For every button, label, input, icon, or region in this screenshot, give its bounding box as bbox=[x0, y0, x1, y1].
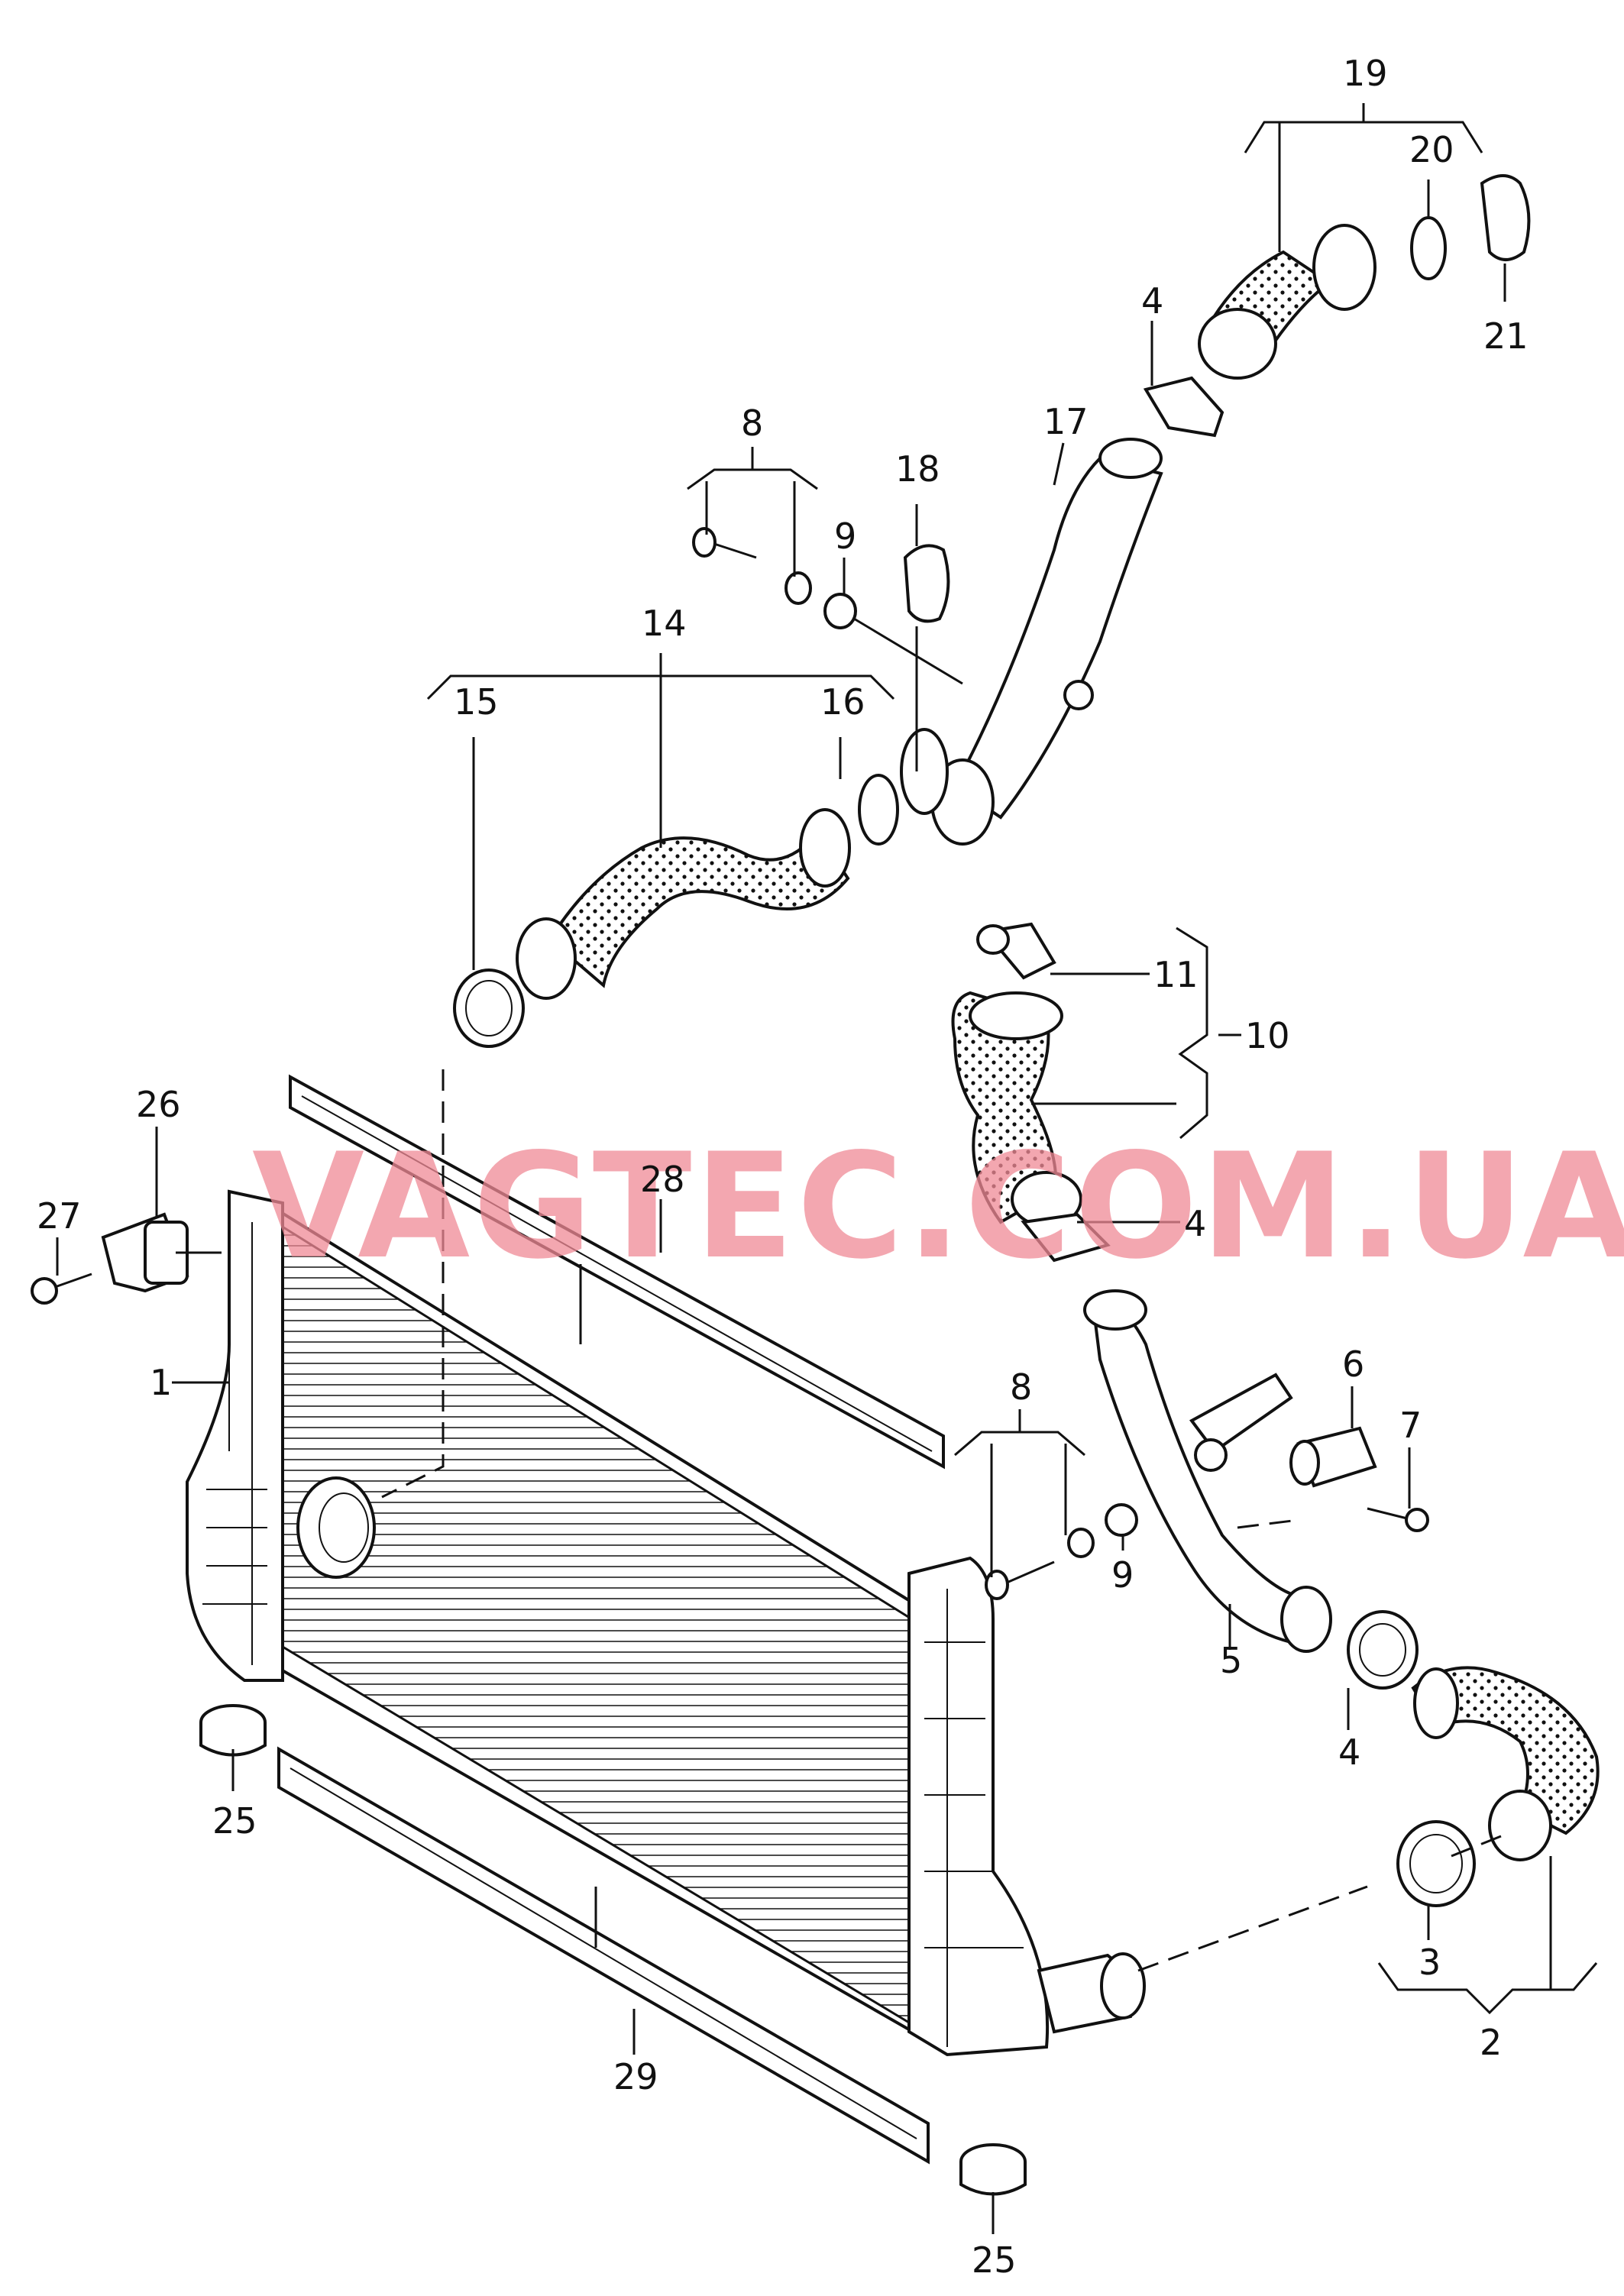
lower-hose-10 bbox=[951, 991, 1082, 1227]
callout-9-lower: 9 bbox=[1111, 1554, 1134, 1596]
callout-1: 1 bbox=[150, 1362, 172, 1403]
grommet-9-upper bbox=[823, 593, 963, 685]
hose-clamp-15 bbox=[453, 969, 525, 1048]
callout-3: 3 bbox=[1419, 1942, 1441, 1983]
hose-19 bbox=[1198, 224, 1377, 380]
callout-4-lower: 4 bbox=[1338, 1732, 1360, 1773]
bolt-8-lower bbox=[985, 1528, 1095, 1600]
charge-pipe-5 bbox=[1083, 1289, 1332, 1653]
callout-6: 6 bbox=[1342, 1344, 1364, 1385]
pressure-sensor-6 bbox=[1289, 1426, 1377, 1488]
clamp-4-top bbox=[1143, 376, 1224, 438]
hose-clamp-3 bbox=[1396, 1820, 1476, 1907]
seal-21 bbox=[1480, 174, 1531, 261]
callout-25-left: 25 bbox=[212, 1800, 257, 1842]
leader-lines bbox=[56, 103, 1598, 2234]
callout-10: 10 bbox=[1245, 1015, 1290, 1056]
clamp-4-lower bbox=[1347, 1610, 1419, 1690]
callout-16: 16 bbox=[820, 681, 865, 723]
callout-labels: 19 20 21 4 17 18 8 9 14 15 16 11 10 4 26… bbox=[37, 53, 1529, 2281]
charge-pipe-17 bbox=[900, 438, 1163, 846]
callout-4-top: 4 bbox=[1141, 280, 1163, 322]
upper-charge-hose bbox=[516, 808, 851, 1000]
screw-7 bbox=[1367, 1507, 1429, 1532]
hose-2 bbox=[1411, 1666, 1600, 1861]
assembly-lines bbox=[381, 1069, 1509, 1972]
callout-18: 18 bbox=[895, 448, 940, 490]
callout-25-right: 25 bbox=[972, 2239, 1017, 2281]
callout-28: 28 bbox=[640, 1159, 685, 1200]
callout-11: 11 bbox=[1153, 954, 1199, 995]
callout-14: 14 bbox=[642, 603, 687, 644]
rubber-mount-left bbox=[199, 1704, 267, 1757]
watermark: VAGTEC.COM.UA bbox=[252, 1122, 1624, 1291]
callout-8-upper: 8 bbox=[741, 403, 763, 444]
callout-17: 17 bbox=[1043, 401, 1089, 442]
intercooler-radiator bbox=[186, 1074, 1146, 2165]
clamp-4-mid bbox=[1021, 1212, 1111, 1263]
callout-26: 26 bbox=[136, 1084, 181, 1125]
callout-8-lower: 8 bbox=[1010, 1366, 1032, 1408]
callout-5: 5 bbox=[1220, 1640, 1242, 1681]
callout-9-upper: 9 bbox=[834, 516, 856, 557]
seal-18 bbox=[903, 544, 950, 623]
callout-19: 19 bbox=[1343, 53, 1388, 94]
callout-29: 29 bbox=[613, 2056, 658, 2097]
grommet-9-lower bbox=[1105, 1503, 1138, 1537]
sensor-clip-11 bbox=[976, 922, 1056, 980]
callout-15: 15 bbox=[454, 681, 499, 723]
o-ring-16 bbox=[858, 774, 899, 846]
callout-7: 7 bbox=[1399, 1405, 1422, 1446]
o-ring-20 bbox=[1410, 216, 1447, 280]
callout-4-mid: 4 bbox=[1184, 1203, 1206, 1244]
callout-20: 20 bbox=[1409, 129, 1454, 170]
rubber-mount-right bbox=[959, 2143, 1027, 2196]
callout-2: 2 bbox=[1480, 2022, 1502, 2063]
bolt-8-upper bbox=[692, 527, 812, 605]
callout-27: 27 bbox=[37, 1195, 82, 1237]
mount-bracket bbox=[101, 1212, 222, 1293]
callout-21: 21 bbox=[1483, 315, 1529, 357]
mounting-screw bbox=[31, 1273, 92, 1305]
